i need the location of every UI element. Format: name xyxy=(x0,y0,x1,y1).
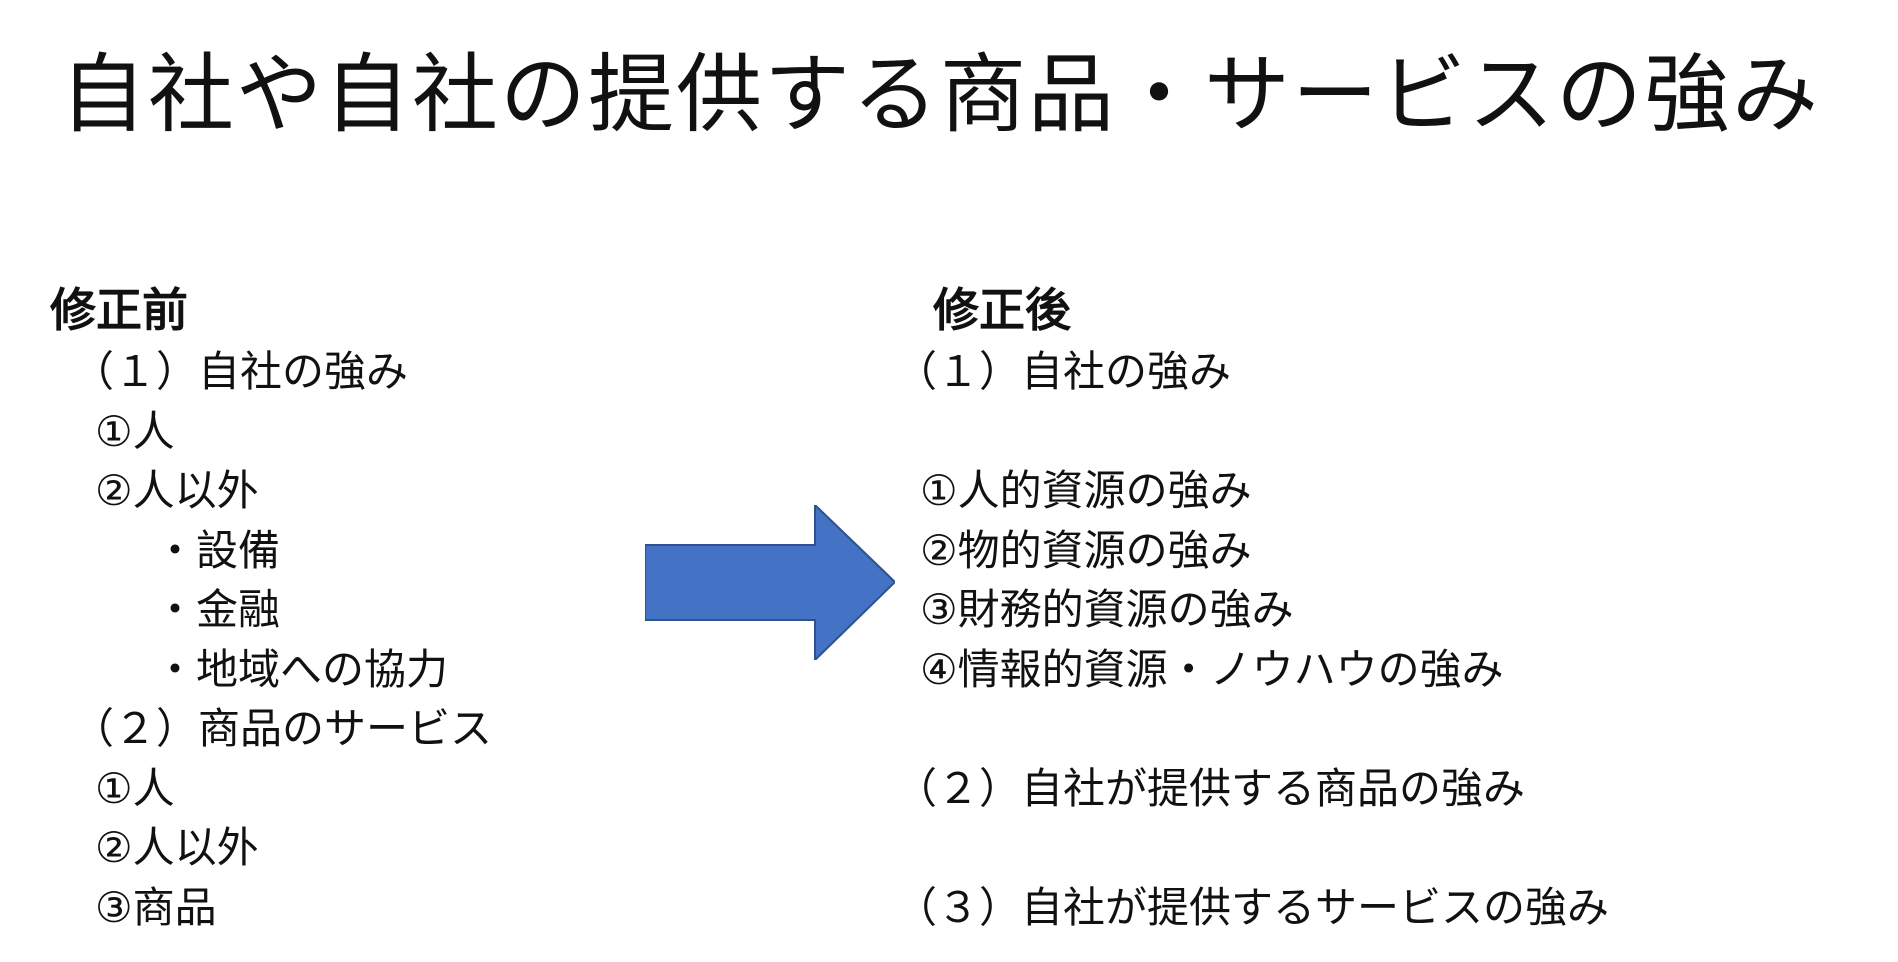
right-arrow-icon xyxy=(645,505,895,660)
slide-title: 自社や自社の提供する商品・サービスの強み xyxy=(60,45,1820,145)
spacer xyxy=(895,699,1609,759)
after-section-2: （２）自社が提供する商品の強み xyxy=(895,763,1526,813)
spacer xyxy=(895,402,1609,462)
before-column: 修正前 （１）自社の強み ①人 ②人以外 ・設備 ・金融 ・地域への協力 （２）… xyxy=(50,282,492,937)
spacer xyxy=(895,818,1609,878)
before-item: ②人以外 xyxy=(95,466,259,515)
before-bullet: ・設備 xyxy=(154,525,281,575)
after-item: ②物的資源の強み xyxy=(920,525,1252,575)
after-item: ④情報的資源・ノウハウの強み xyxy=(920,644,1504,694)
after-item: ①人的資源の強み xyxy=(920,466,1252,515)
before-bullet: ・地域への協力 xyxy=(154,644,449,694)
before-heading: 修正前 xyxy=(50,283,188,337)
before-section-1: （１）自社の強み xyxy=(72,347,409,396)
after-item: ③財務的資源の強み xyxy=(920,585,1294,634)
before-bullet: ・金融 xyxy=(154,585,281,634)
after-section-3: （３）自社が提供するサービスの強み xyxy=(895,882,1610,932)
before-item: ①人 xyxy=(95,406,175,456)
before-section-2: （２）商品のサービス xyxy=(72,704,493,753)
before-item: ③商品 xyxy=(95,882,217,932)
after-section-1: （１）自社の強み xyxy=(895,347,1232,396)
before-item: ①人 xyxy=(95,763,175,813)
before-item: ②人以外 xyxy=(95,823,259,872)
after-heading: 修正後 xyxy=(933,283,1071,337)
after-column: 修正後 （１）自社の強み ①人的資源の強み ②物的資源の強み ③財務的資源の強み… xyxy=(895,282,1609,937)
